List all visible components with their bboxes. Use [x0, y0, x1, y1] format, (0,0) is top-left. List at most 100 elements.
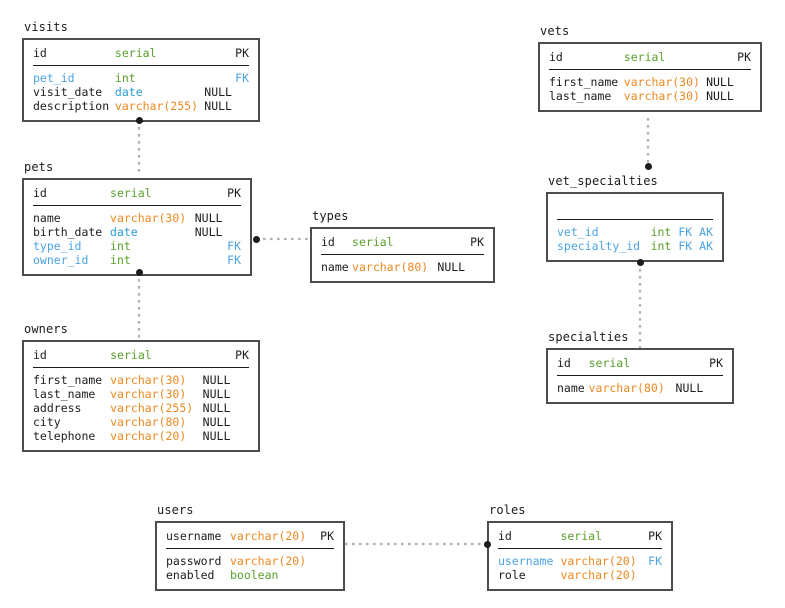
table-row: visit_date date NULL	[33, 85, 249, 99]
table-row: specialty_id int FK AK	[557, 239, 713, 253]
column-key: PK	[737, 50, 751, 64]
column-name: username	[498, 554, 554, 568]
column-key: PK	[648, 529, 662, 543]
column-name: id	[33, 348, 47, 362]
table-row: enabled boolean	[166, 568, 334, 582]
table-row: name varchar(30) NULL	[33, 206, 241, 225]
column-key: FK AK	[678, 225, 713, 239]
endpoint-dot-vetspecialties-specialties	[636, 258, 644, 266]
column-table-vet-specialties: vet_id int FK AK specialty_id int FK AK	[557, 200, 713, 253]
column-null: NULL	[202, 429, 231, 443]
entity-box-types: id serial PK name varchar(80) NULL	[310, 227, 495, 283]
column-key	[318, 568, 334, 582]
column-name: id	[321, 235, 335, 249]
column-type	[651, 200, 674, 219]
column-type: varchar(80)	[352, 260, 429, 274]
entity-vet-specialties[interactable]: vet_specialties vet_id int FK AK specia	[546, 174, 724, 262]
table-row: id serial PK	[557, 356, 723, 375]
column-key	[736, 89, 751, 103]
column-key	[707, 376, 723, 395]
table-row: id serial PK	[321, 235, 484, 254]
column-type: varchar(20)	[229, 529, 307, 543]
entity-specialties[interactable]: specialties id serial PK name varchar(80…	[546, 330, 734, 404]
column-key: FK	[235, 71, 249, 85]
column-key	[736, 70, 751, 89]
column-type: serial	[352, 235, 394, 249]
entity-box-specialties: id serial PK name varchar(80) NULL	[546, 348, 734, 404]
endpoint-dot-pets-types	[252, 235, 260, 243]
column-name: telephone	[33, 429, 96, 443]
column-name: enabled	[166, 568, 215, 582]
entity-title-visits: visits	[24, 20, 68, 34]
column-type: serial	[623, 50, 666, 64]
column-name: pet_id	[33, 71, 75, 85]
column-name: name	[557, 381, 585, 395]
table-row: id serial PK	[33, 348, 249, 367]
entity-visits[interactable]: visits id serial PK pet_id int FK visit_…	[22, 20, 260, 122]
column-table-specialties: id serial PK name varchar(80) NULL	[557, 356, 723, 395]
entity-box-pets: id serial PK name varchar(30) NULL birth…	[22, 178, 252, 276]
column-name: role	[498, 568, 526, 582]
table-row: owner_id int FK	[33, 253, 241, 267]
column-name: vet_id	[557, 225, 599, 239]
column-name: owner_id	[33, 253, 89, 267]
column-type: serial	[110, 348, 152, 362]
entity-roles[interactable]: roles id serial PK username varchar(20) …	[487, 503, 673, 591]
column-table-owners: id serial PK first_name varchar(30) NULL…	[33, 348, 249, 443]
entity-pets[interactable]: pets id serial PK name varchar(30) NULL …	[22, 160, 252, 276]
column-type: int	[114, 71, 136, 85]
entity-users[interactable]: users username varchar(20) PK password v…	[155, 503, 345, 591]
entity-box-roles: id serial PK username varchar(20) FK rol…	[487, 521, 673, 591]
column-null	[195, 253, 226, 267]
entity-title-specialties: specialties	[548, 330, 629, 344]
column-name: visit_date	[33, 85, 103, 99]
column-type: serial	[114, 46, 157, 60]
column-type: varchar(20)	[229, 554, 307, 568]
column-name: username	[166, 529, 222, 543]
column-type: serial	[110, 186, 152, 200]
column-type: serial	[588, 356, 631, 370]
column-null: NULL	[202, 373, 231, 387]
column-name: specialty_id	[557, 239, 641, 253]
column-key: PK	[227, 186, 241, 200]
table-row: birth_date date NULL	[33, 225, 241, 239]
entity-title-vets: vets	[540, 24, 570, 38]
table-row: username varchar(20) FK	[498, 549, 662, 568]
column-null	[203, 348, 234, 367]
entity-owners[interactable]: owners id serial PK first_name varchar(3…	[22, 322, 260, 452]
column-name: birth_date	[33, 225, 103, 239]
table-row: id serial PK	[33, 186, 241, 205]
table-row: name varchar(80) NULL	[557, 376, 723, 395]
column-type: varchar(80)	[110, 415, 187, 429]
column-type: varchar(30)	[623, 89, 700, 103]
entity-vets[interactable]: vets id serial PK first_name varchar(30)…	[538, 24, 762, 112]
column-key: FK AK	[678, 239, 713, 253]
header-divider	[166, 548, 334, 549]
header-divider	[33, 205, 241, 206]
column-name: name	[321, 260, 349, 274]
column-type: date	[110, 225, 138, 239]
column-null: NULL	[194, 211, 223, 225]
column-null	[437, 235, 468, 254]
header-divider	[33, 367, 249, 368]
entity-box-visits: id serial PK pet_id int FK visit_date da…	[22, 38, 260, 122]
entity-title-types: types	[312, 209, 349, 223]
table-row: id serial PK	[549, 50, 751, 69]
table-row: description varchar(255) NULL	[33, 99, 249, 113]
column-null: NULL	[204, 85, 232, 99]
column-null	[706, 50, 736, 69]
column-name: city	[33, 415, 61, 429]
table-row: id serial PK	[33, 46, 249, 65]
column-type: date	[114, 85, 143, 99]
column-name: id	[33, 186, 47, 200]
column-type: varchar(255)	[114, 99, 199, 113]
column-key	[234, 387, 249, 401]
entity-title-pets: pets	[24, 160, 54, 174]
entity-box-users: username varchar(20) PK password varchar…	[155, 521, 345, 591]
column-key: PK	[709, 356, 723, 370]
column-null	[195, 239, 226, 253]
column-name: first_name	[33, 373, 103, 387]
entity-types[interactable]: types id serial PK name varchar(80) NULL	[310, 209, 495, 283]
column-key	[234, 368, 249, 387]
